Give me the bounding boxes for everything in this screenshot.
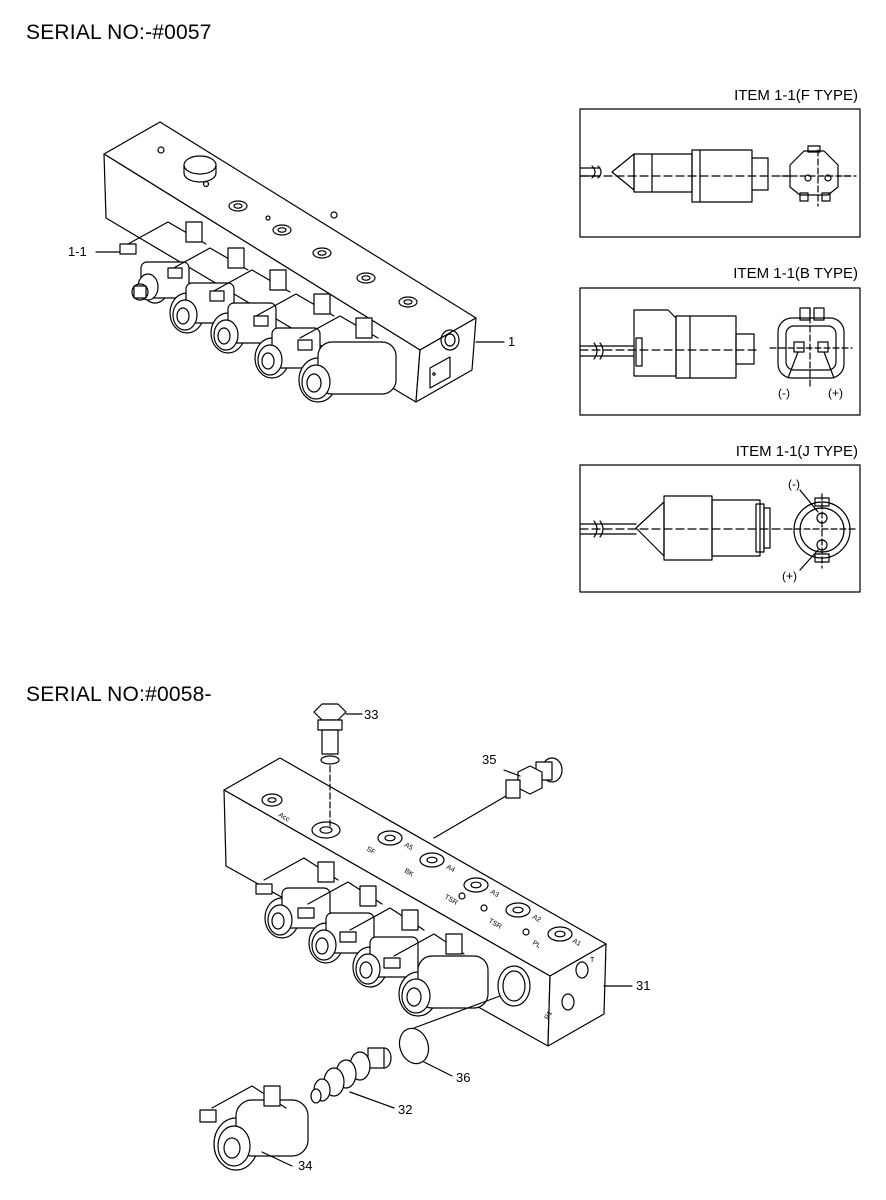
- part-35-fitting: [433, 757, 563, 839]
- callout-34: 34: [298, 1158, 313, 1173]
- port-label-sf: SF: [365, 846, 376, 857]
- j-type-minus-label: (-): [788, 477, 800, 491]
- serial-heading-bottom: SERIAL NO:#0058-: [26, 683, 212, 706]
- connector-j-type-box: [579, 464, 861, 593]
- item-title-b-type: ITEM 1-1(B TYPE): [733, 265, 858, 282]
- j-type-plus-label: (+): [782, 569, 797, 583]
- valve-block-bottom: [199, 703, 633, 1171]
- port-label-a5: A5: [403, 842, 414, 852]
- solenoid-5: [297, 315, 397, 403]
- callout-32: 32: [398, 1102, 413, 1117]
- port-label-p1: P1: [544, 1010, 554, 1021]
- part-32-spool: [310, 1047, 395, 1109]
- solenoid-1: [119, 221, 207, 304]
- port-label-a2: A2: [531, 914, 542, 924]
- callout-1-1: 1-1: [68, 244, 87, 259]
- serial-heading-top: SERIAL NO:-#0057: [26, 21, 212, 44]
- connector-f-type-box: [579, 108, 861, 238]
- port-label-a4: A4: [445, 864, 456, 874]
- port-label-bk: BK: [403, 868, 415, 879]
- callout-1: 1: [508, 334, 516, 349]
- connector-b-type-box: [579, 287, 861, 416]
- port-label-a1: A1: [571, 938, 582, 948]
- valve-block-top: [95, 121, 505, 403]
- b-type-minus-label: (-): [778, 386, 790, 400]
- solenoid-b3: [339, 907, 425, 988]
- solenoid-4: [253, 293, 335, 379]
- part-34-solenoid: [199, 1085, 309, 1171]
- callout-31: 31: [636, 978, 651, 993]
- solenoid-3: [209, 269, 291, 354]
- port-label-pl: PL: [531, 940, 542, 950]
- callout-35: 35: [482, 752, 497, 767]
- item-title-f-type: ITEM 1-1(F TYPE): [734, 87, 858, 104]
- port-label-t: T: [590, 957, 595, 964]
- b-type-plus-label: (+): [828, 386, 843, 400]
- solenoid-b4: [383, 933, 489, 1017]
- part-33-bolt: [313, 703, 363, 829]
- callout-33: 33: [364, 707, 379, 722]
- port-label-a3: A3: [489, 889, 500, 899]
- part-36-o-ring: [398, 995, 501, 1077]
- callout-36: 36: [456, 1070, 471, 1085]
- item-title-j-type: ITEM 1-1(J TYPE): [735, 443, 858, 460]
